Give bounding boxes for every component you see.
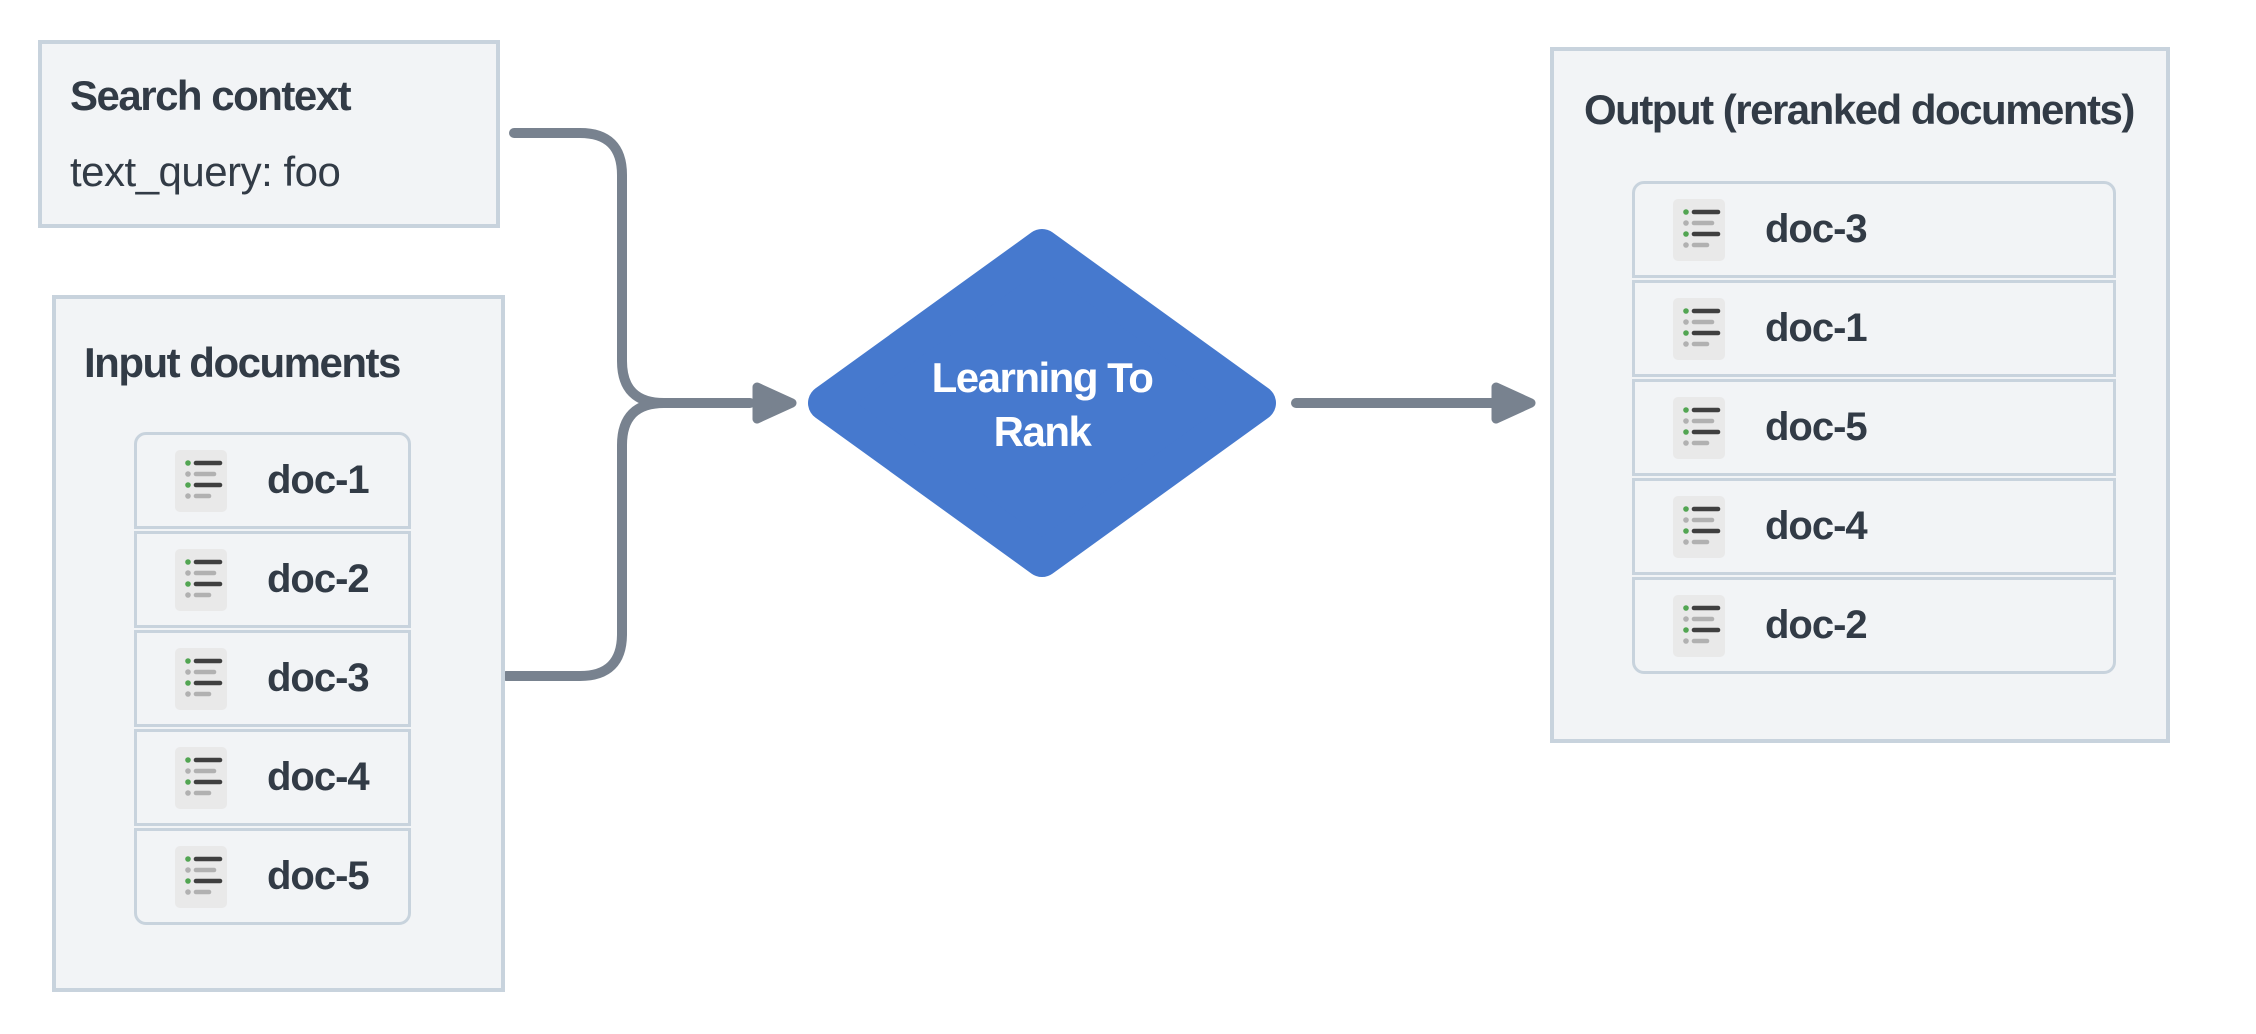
output-documents-title: Output (reranked documents): [1584, 86, 2135, 133]
arrow-from-input-documents: [501, 398, 669, 681]
input-documents-panel: Input documents: [52, 295, 505, 992]
doc-list-icon: [1673, 297, 1725, 360]
doc-label: doc-1: [267, 458, 370, 502]
search-context-title: Search context: [70, 72, 352, 119]
doc-label: doc-1: [1765, 306, 1868, 350]
doc-list-icon: [175, 548, 227, 611]
input-documents-title: Input documents: [84, 339, 401, 386]
search-context-panel: Search context text_query: foo: [38, 40, 500, 228]
doc-list-icon: [1673, 396, 1725, 459]
doc-row: doc-5: [134, 828, 411, 925]
doc-row: doc-3: [134, 630, 411, 727]
ltr-diamond-label: Learning To Rank: [842, 351, 1242, 459]
arrow-from-search-context: [509, 128, 755, 408]
doc-label: doc-5: [1765, 405, 1868, 449]
doc-label: doc-5: [267, 854, 370, 898]
search-context-query: text_query: foo: [70, 148, 341, 195]
doc-label: doc-3: [267, 656, 370, 700]
doc-label: doc-2: [267, 557, 370, 601]
doc-row: doc-3: [1632, 181, 2116, 278]
doc-label: doc-4: [267, 755, 370, 799]
doc-row: doc-2: [1632, 577, 2116, 674]
input-doc-list: doc-1: [134, 432, 411, 925]
ltr-label-line1: Learning To: [931, 354, 1154, 401]
ltr-label-line2: Rank: [993, 408, 1092, 455]
doc-list-icon: [1673, 495, 1725, 558]
doc-label: doc-4: [1765, 504, 1868, 548]
doc-label: doc-2: [1765, 603, 1868, 647]
doc-list-icon: [175, 746, 227, 809]
output-documents-panel: Output (reranked documents): [1550, 47, 2170, 743]
doc-row: doc-4: [1632, 478, 2116, 575]
doc-list-icon: [175, 449, 227, 512]
doc-row: doc-1: [1632, 280, 2116, 377]
output-doc-list: doc-3: [1632, 181, 2116, 674]
doc-list-icon: [175, 845, 227, 908]
doc-row: doc-2: [134, 531, 411, 628]
doc-label: doc-3: [1765, 207, 1868, 251]
doc-row: doc-4: [134, 729, 411, 826]
doc-row: doc-1: [134, 432, 411, 529]
doc-list-icon: [1673, 198, 1725, 261]
arrowhead-into-ltr: [752, 382, 797, 424]
doc-list-icon: [1673, 594, 1725, 657]
arrowhead-into-output: [1491, 382, 1536, 424]
doc-row: doc-5: [1632, 379, 2116, 476]
doc-list-icon: [175, 647, 227, 710]
